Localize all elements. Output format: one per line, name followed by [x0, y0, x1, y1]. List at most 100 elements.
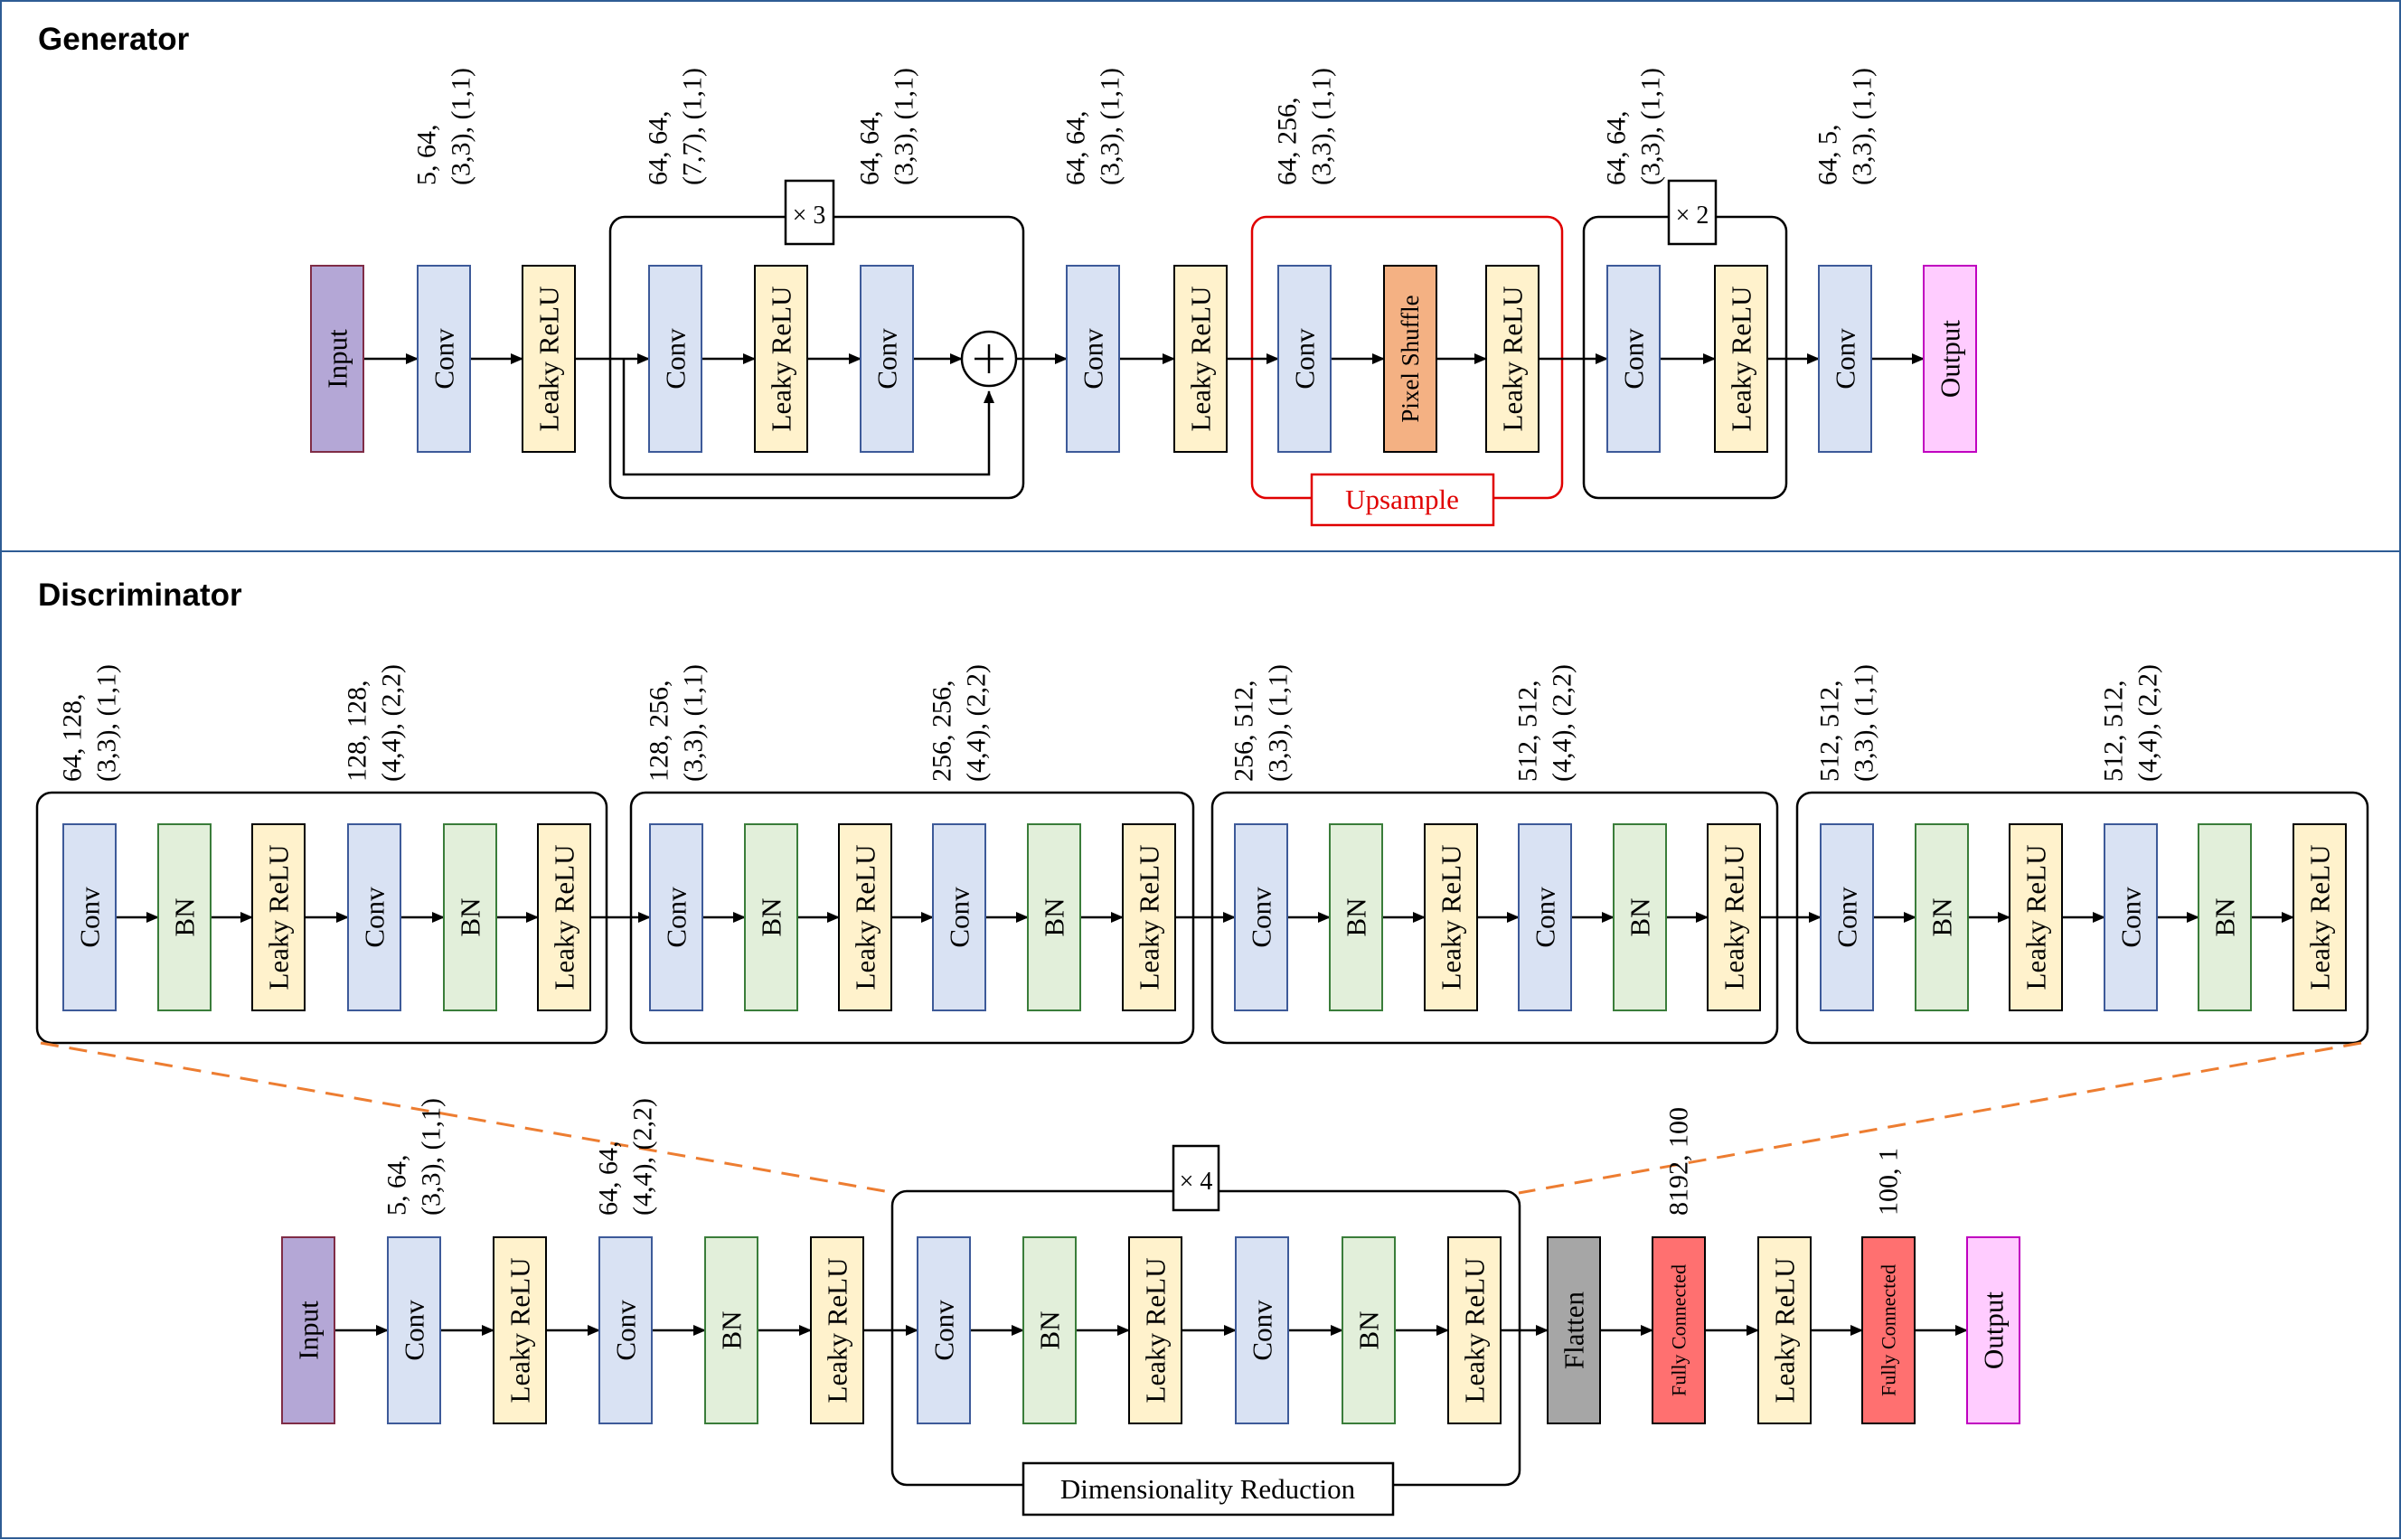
- disc-bn-block-8-label: BN: [1034, 1310, 1066, 1349]
- zoom-line-right: [1518, 1041, 2362, 1195]
- svg-text:(3,3), (1,1): (3,3), (1,1): [1636, 68, 1666, 185]
- generator-leaky-relu-block-8: Leaky ReLU: [1173, 265, 1228, 453]
- disc-stage-3-params-1: 256, 512,(3,3), (1,1): [1229, 664, 1294, 782]
- disc-stage-4-bn-5: BN: [2198, 823, 2252, 1011]
- disc-leaky-relu-block-15: Leaky ReLU: [1757, 1236, 1812, 1424]
- edges-layer: [116, 353, 2294, 1336]
- svg-text:128, 128,: 128, 128,: [343, 681, 372, 783]
- generator-params-12: 64, 64,(3,3), (1,1): [1602, 68, 1666, 185]
- disc-fully-connected-block-16-label: Fully Connected: [1878, 1264, 1900, 1396]
- generator-leaky-relu-block-8-label: Leaky ReLU: [1185, 286, 1217, 432]
- disc-stage-2-params-2: 256, 256,(4,4), (2,2): [927, 664, 992, 782]
- svg-text:64, 64,: 64, 64,: [594, 1141, 624, 1216]
- generator-leaky-relu-block-5-label: Leaky ReLU: [766, 286, 797, 432]
- svg-text:512, 512,: 512, 512,: [2099, 681, 2129, 783]
- disc-stage-3-leaky-relu-6: Leaky ReLU: [1707, 823, 1761, 1011]
- generator-leaky-relu-block-13-label: Leaky ReLU: [1726, 286, 1757, 432]
- disc-fully-connected-block-14: Fully Connected: [1652, 1236, 1706, 1424]
- disc-stage-2-bn-2: BN: [744, 823, 798, 1011]
- svg-text:(7,7), (1,1): (7,7), (1,1): [678, 68, 708, 185]
- disc-leaky-relu-block-3: Leaky ReLU: [493, 1236, 547, 1424]
- disc-leaky-relu-block-6-label: Leaky ReLU: [822, 1258, 853, 1404]
- disc-fully-connected-block-14-label: Fully Connected: [1668, 1264, 1690, 1396]
- disc-params-16: 100, 1: [1874, 1148, 1904, 1216]
- generator-pixel-shuffle-block-10-label: Pixel Shuffle: [1397, 295, 1424, 422]
- generator-conv-block-7: Conv: [1066, 265, 1120, 453]
- disc-conv-block-4: Conv: [598, 1236, 653, 1424]
- disc-stage-2-conv-4-label: Conv: [944, 887, 975, 948]
- svg-text:64, 64,: 64, 64,: [644, 111, 673, 186]
- disc-stage-2-leaky-relu-6: Leaky ReLU: [1122, 823, 1176, 1011]
- generator-pixel-shuffle-block-10: Pixel Shuffle: [1383, 265, 1437, 453]
- disc-input-block-1-label: Input: [293, 1301, 325, 1360]
- disc-stage-4-bn-2: BN: [1915, 823, 1969, 1011]
- disc-stage-1-params-2: 128, 128,(4,4), (2,2): [343, 664, 407, 782]
- svg-text:(4,4), (2,2): (4,4), (2,2): [377, 664, 407, 782]
- svg-text:(3,3), (1,1): (3,3), (1,1): [417, 1098, 447, 1216]
- svg-text:64, 64,: 64, 64,: [855, 111, 885, 186]
- generator-conv-block-4-label: Conv: [660, 328, 692, 390]
- disc-stage-4-conv-4: Conv: [2104, 823, 2158, 1011]
- generator-params-14: 64, 5,(3,3), (1,1): [1813, 68, 1878, 185]
- generator-conv-block-9: Conv: [1277, 265, 1332, 453]
- repeat-x3-badge: [784, 179, 835, 246]
- disc-stage-2-bn-2-label: BN: [756, 897, 787, 936]
- disc-stage-1-conv-1: Conv: [62, 823, 117, 1011]
- svg-text:(3,3), (1,1): (3,3), (1,1): [447, 68, 476, 185]
- svg-text:256, 512,: 256, 512,: [1229, 681, 1259, 783]
- disc-stage-4-leaky-relu-3: Leaky ReLU: [2009, 823, 2063, 1011]
- disc-stage-1-bn-2: BN: [157, 823, 212, 1011]
- disc-stage-1-conv-4-label: Conv: [359, 887, 391, 948]
- disc-stage-4-conv-4-label: Conv: [2115, 887, 2147, 948]
- disc-conv-block-7: Conv: [917, 1236, 971, 1424]
- disc-leaky-relu-block-3-label: Leaky ReLU: [504, 1258, 536, 1404]
- disc-stage-2-conv-4: Conv: [932, 823, 986, 1011]
- disc-fully-connected-block-16: Fully Connected: [1861, 1236, 1916, 1424]
- generator-leaky-relu-block-11: Leaky ReLU: [1485, 265, 1539, 453]
- generator-conv-block-12: Conv: [1606, 265, 1661, 453]
- residual-skip-path: [622, 359, 994, 476]
- disc-leaky-relu-block-15-label: Leaky ReLU: [1769, 1258, 1801, 1404]
- disc-stage-2-params-1: 128, 256,(3,3), (1,1): [645, 664, 709, 782]
- svg-text:64, 256,: 64, 256,: [1273, 98, 1303, 186]
- disc-stage-1-conv-4: Conv: [347, 823, 401, 1011]
- generator-title: Generator: [38, 22, 190, 57]
- discriminator-title: Discriminator: [38, 578, 242, 613]
- disc-params-4: 64, 64,(4,4), (2,2): [594, 1098, 658, 1216]
- svg-text:64, 5,: 64, 5,: [1813, 125, 1843, 186]
- generator-output-block-15: Output: [1923, 265, 1977, 453]
- dimensionality-reduction-group: [890, 1189, 1521, 1487]
- disc-stage-1-leaky-relu-3-label: Leaky ReLU: [263, 845, 295, 991]
- disc-stage-3-bn-5-label: BN: [1624, 897, 1656, 936]
- generator-conv-block-6-label: Conv: [871, 328, 903, 390]
- disc-output-block-17: Output: [1966, 1236, 2020, 1424]
- disc-leaky-relu-block-6: Leaky ReLU: [810, 1236, 864, 1424]
- disc-stage-3-leaky-relu-6-label: Leaky ReLU: [1718, 845, 1750, 991]
- disc-stage-1-params-1: 64, 128,(3,3), (1,1): [58, 664, 122, 782]
- generator-params-2: 5, 64,(3,3), (1,1): [412, 68, 476, 185]
- disc-stage-4-leaky-relu-6: Leaky ReLU: [2293, 823, 2347, 1011]
- repeat-x4-badge: [1172, 1144, 1220, 1212]
- disc-stage-4-conv-1: Conv: [1820, 823, 1874, 1011]
- disc-conv-block-7-label: Conv: [928, 1300, 960, 1361]
- discriminator-panel: [0, 550, 2401, 1539]
- generator-conv-block-2: Conv: [417, 265, 471, 453]
- svg-text:512, 512,: 512, 512,: [1513, 681, 1543, 783]
- disc-stage-4-leaky-relu-3-label: Leaky ReLU: [2020, 845, 2052, 991]
- dimensionality-reduction-label-box: [1022, 1461, 1395, 1517]
- svg-text:(3,3), (1,1): (3,3), (1,1): [890, 68, 919, 185]
- disc-stage-3-params-2: 512, 512,(4,4), (2,2): [1513, 664, 1577, 782]
- generator-conv-block-7-label: Conv: [1078, 328, 1109, 390]
- disc-stage-4-params-2: 512, 512,(4,4), (2,2): [2099, 664, 2163, 782]
- disc-stage-4-params-1: 512, 512,(3,3), (1,1): [1815, 664, 1879, 782]
- generator-leaky-relu-block-3: Leaky ReLU: [522, 265, 576, 453]
- generator-leaky-relu-block-5: Leaky ReLU: [754, 265, 808, 453]
- svg-text:5, 64,: 5, 64,: [412, 125, 442, 186]
- svg-text:(4,4), (2,2): (4,4), (2,2): [2133, 664, 2163, 782]
- generator-output-block-15-label: Output: [1935, 320, 1966, 399]
- generator-conv-block-12-label: Conv: [1618, 328, 1650, 390]
- repeat-x2-label: × 2: [1676, 202, 1709, 230]
- disc-stage-1-bn-5-label: BN: [455, 897, 486, 936]
- generator-input-block-1-label: Input: [322, 329, 353, 389]
- generator-leaky-relu-block-13: Leaky ReLU: [1714, 265, 1768, 453]
